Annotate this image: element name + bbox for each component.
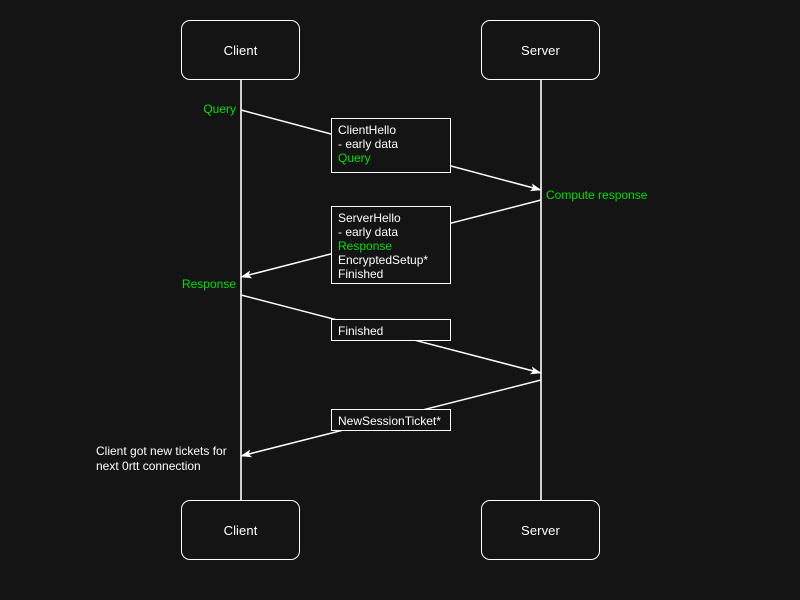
actor-server-bottom[interactable]: Server (481, 500, 600, 560)
actor-label: Client (223, 42, 258, 58)
actor-label: Client (223, 522, 258, 538)
annotation-text-line-2: next 0rtt connection (96, 459, 201, 473)
message-line-highlight: Query (338, 151, 371, 165)
message-line: - early data (338, 225, 399, 239)
annotation-text: Compute response (546, 188, 648, 202)
annotation-text-line-1: Client got new tickets for (96, 444, 227, 458)
annotation-text: Query (203, 102, 236, 116)
message-line: Finished (338, 324, 384, 338)
annotation-response: Response (118, 277, 236, 292)
actor-label: Server (521, 522, 560, 538)
actor-client-top[interactable]: Client (181, 20, 300, 80)
message-line-highlight: Response (338, 239, 393, 253)
annotation-new-tickets: Client got new tickets for next 0rtt con… (96, 444, 227, 474)
message-line: EncryptedSetup* (338, 253, 429, 267)
actor-client-bottom[interactable]: Client (181, 500, 300, 560)
message-box-client-hello[interactable]: ClientHello - early data Query (331, 118, 451, 173)
message-box-finished[interactable]: Finished (331, 319, 451, 341)
message-line: Finished (338, 267, 384, 281)
annotation-text: Response (181, 277, 236, 291)
annotation-query: Query (118, 102, 236, 117)
message-line: ClientHello (338, 123, 397, 137)
actor-server-top[interactable]: Server (481, 20, 600, 80)
message-line: NewSessionTicket* (338, 414, 441, 428)
actor-label: Server (521, 42, 560, 58)
message-line: ServerHello (338, 211, 401, 225)
message-box-new-session-ticket[interactable]: NewSessionTicket* (331, 409, 451, 431)
message-line: - early data (338, 137, 399, 151)
annotation-compute-response: Compute response (546, 188, 647, 203)
message-box-server-hello[interactable]: ServerHello - early data Response Encryp… (331, 206, 451, 284)
